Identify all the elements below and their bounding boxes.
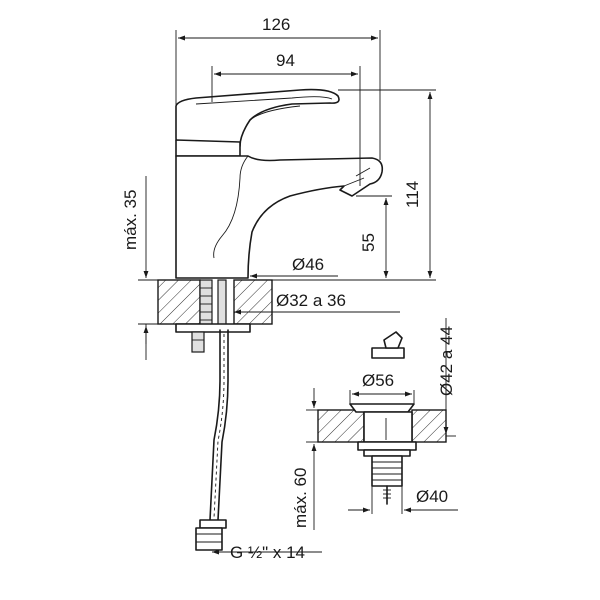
dim-max-drain-thickness: máx. 60: [291, 388, 318, 530]
drain-body-diameter-label: Ø40: [416, 487, 448, 506]
hose-end-fitting: [199, 519, 227, 529]
drain-deck-left: [317, 409, 365, 443]
deck-left-block: [157, 279, 201, 325]
faucet: [175, 88, 384, 279]
drain-hole-diameter-label: Ø42 a 44: [437, 326, 456, 396]
dim-spout-reach: 94: [211, 51, 361, 186]
drain-tail: [371, 455, 403, 487]
flexible-hose: [195, 329, 229, 551]
dim-base-diameter: Ø46: [250, 255, 338, 279]
dim-spout-height: 55: [356, 195, 392, 278]
popup-stopper: [371, 347, 405, 359]
deck-right-block: [233, 279, 273, 325]
overall-height-label: 114: [403, 181, 422, 208]
overall-width-label: 126: [262, 15, 290, 34]
dim-hose-connection: G ½" x 14: [212, 543, 322, 562]
threaded-shank: [199, 279, 213, 331]
dim-drain-flange-diameter: Ø56: [349, 371, 415, 404]
hose-connection-label: G ½" x 14: [230, 543, 305, 562]
drain-flange: [349, 403, 415, 413]
cartridge-cap: [175, 139, 241, 157]
drain-body: [363, 411, 413, 443]
fitting-nut: [191, 331, 205, 353]
dim-overall-height: 114: [272, 89, 436, 281]
drain-deck-right: [411, 409, 447, 443]
dim-drain-body-diameter: Ø40: [348, 486, 458, 514]
mounting-plate: [175, 323, 251, 333]
hole-diameter-label: Ø32 a 36: [276, 291, 346, 310]
drain-assembly: [317, 331, 447, 505]
max-deck-thickness-label: máx. 35: [121, 190, 140, 250]
drain-flange-diameter-label: Ø56: [362, 371, 394, 390]
dim-hole-diameter: Ø32 a 36: [234, 291, 400, 315]
faucet-body: [175, 155, 384, 279]
dim-overall-width: 126: [175, 15, 381, 160]
max-drain-thickness-label: máx. 60: [291, 468, 310, 528]
spout-reach-label: 94: [276, 51, 295, 70]
deck-section: [157, 279, 273, 353]
spout-height-label: 55: [359, 233, 378, 252]
base-diameter-label: Ø46: [292, 255, 324, 274]
dim-max-deck-thickness: máx. 35: [121, 176, 176, 360]
dim-drain-hole-diameter: Ø42 a 44: [437, 318, 456, 437]
